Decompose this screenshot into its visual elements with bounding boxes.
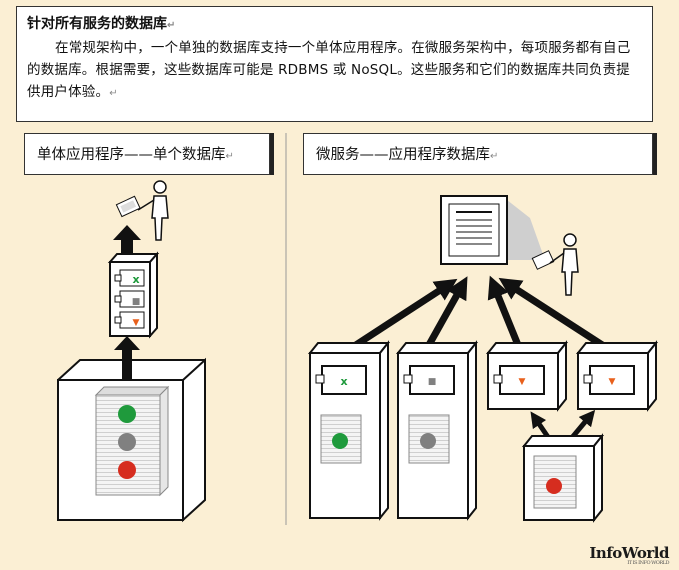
module-triangle-symbol: ▼ — [133, 318, 140, 328]
shared-db-dot — [546, 478, 562, 494]
microservice-square: ■ — [395, 340, 479, 521]
user-at-laptop-icon-right — [531, 233, 579, 296]
infoworld-logo: InfoWorld IT IS INFO WORLD — [589, 544, 669, 566]
service-square-symbol: ■ — [428, 377, 437, 387]
monolith-arrow-upper — [113, 225, 141, 254]
module-x-symbol: x — [132, 273, 139, 286]
service-triangle-b-symbol: ▼ — [609, 377, 616, 387]
monolith-db-server-icon — [94, 385, 170, 497]
intro-paragraph: 在常规架构中，一个单独的数据库支持一个单体应用程序。在微服务架构中，每项服务都有… — [27, 40, 631, 100]
service-x-db-dot — [332, 433, 348, 449]
service-x-symbol: x — [340, 375, 347, 388]
service-triangle-a-symbol: ▼ — [519, 377, 526, 387]
monolith-arrow-lower — [114, 336, 140, 380]
service-square-db-dot — [420, 433, 436, 449]
green-db-dot — [118, 405, 136, 423]
service-to-ui-arrows — [343, 275, 612, 355]
microservice-x: x — [307, 340, 391, 521]
microservices-label: 微服务——应用程序数据库↵ — [303, 133, 653, 175]
monolith-label: 单体应用程序——单个数据库↵ — [24, 133, 270, 175]
shared-database-box — [521, 433, 605, 523]
module-square-symbol: ■ — [132, 297, 141, 307]
monolith-app-box: x ■ ▼ — [107, 251, 160, 339]
microservice-triangle-a: ▼ — [485, 340, 569, 412]
intro-textbox: 针对所有服务的数据库↵ 在常规架构中，一个单独的数据库支持一个单体应用程序。在微… — [16, 6, 653, 122]
gray-db-dot — [118, 433, 136, 451]
intro-title: 针对所有服务的数据库↵ — [27, 16, 176, 32]
microservices-label-shadow — [653, 133, 657, 175]
monolith-label-shadow — [270, 133, 274, 175]
red-db-dot — [118, 461, 136, 479]
ui-server-icon — [440, 195, 545, 265]
microservice-triangle-b: ▼ — [575, 340, 659, 412]
user-at-laptop-icon-left — [115, 180, 169, 241]
